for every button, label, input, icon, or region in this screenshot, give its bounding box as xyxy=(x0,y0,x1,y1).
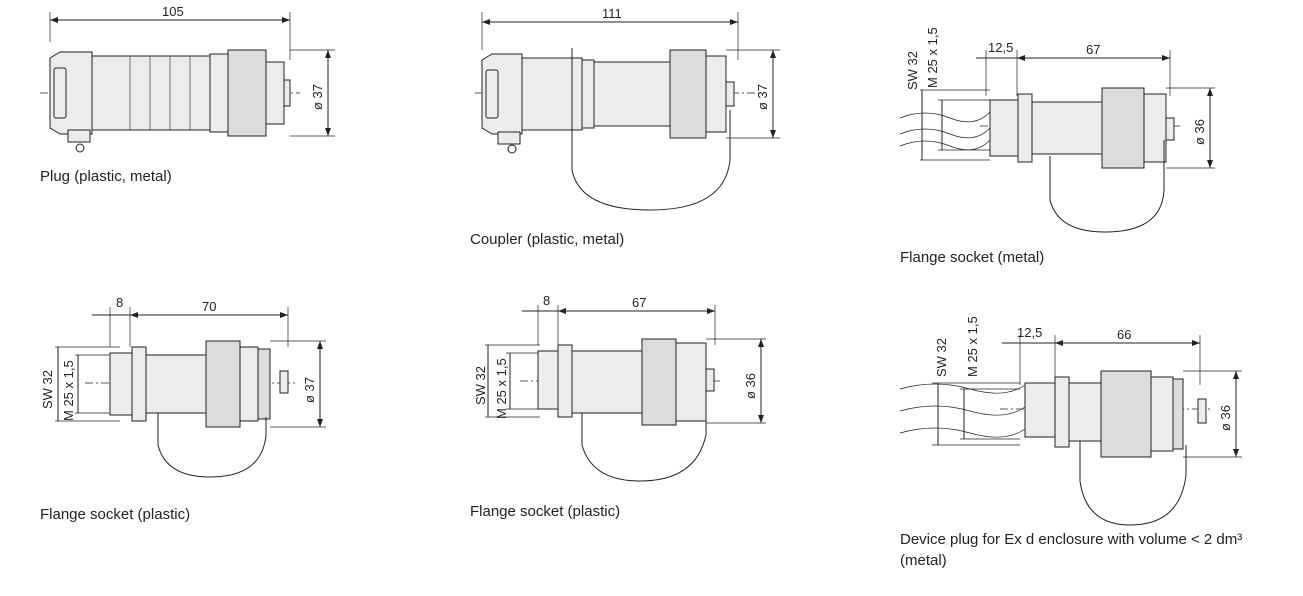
coupler-panel: 111 ø 37 Coupler (plastic, metal) xyxy=(430,0,850,260)
length-dimension: 70 xyxy=(130,299,289,347)
flange-label: 12,5 xyxy=(1017,325,1042,340)
diameter-dimension: ø 36 xyxy=(706,338,766,424)
wrench-label: SW 32 xyxy=(934,338,949,377)
length-dimension: 67 xyxy=(558,295,716,345)
device-plug-panel: SW 32 M 25 x 1,5 12,5 66 xyxy=(880,285,1303,596)
thread-dimension: M 25 x 1,5 xyxy=(925,27,990,151)
length-label: 67 xyxy=(1086,42,1100,57)
length-dimension: 66 xyxy=(1055,327,1201,385)
diameter-label: ø 37 xyxy=(310,84,325,110)
flange-dimension: 8 xyxy=(92,295,131,347)
wrench-size-dimension: SW 32 xyxy=(40,346,120,422)
diameter-label: ø 36 xyxy=(743,373,758,399)
flange-socket-body xyxy=(537,338,715,482)
length-label: 70 xyxy=(202,299,216,314)
flange-dimension: 12,5 xyxy=(976,40,1018,96)
diameter-label: ø 37 xyxy=(755,84,770,110)
diameter-label: ø 36 xyxy=(1218,405,1233,431)
diameter-label: ø 37 xyxy=(302,377,317,403)
diameter-label: ø 36 xyxy=(1192,119,1207,145)
plug-drawing: 105 ø 37 xyxy=(40,4,335,153)
length-label: 105 xyxy=(162,4,184,19)
diameter-dimension: ø 37 xyxy=(290,49,335,137)
wrench-size-dimension: SW 32 xyxy=(905,51,990,161)
flange-dimension: 8 xyxy=(522,293,559,345)
device-plug-caption-line-2: (metal) xyxy=(900,552,947,569)
diameter-dimension: ø 37 xyxy=(270,340,326,428)
thread-label: M 25 x 1,5 xyxy=(925,27,940,88)
flange-socket-plastic-panel-2: SW 32 M 25 x 1,5 8 67 xyxy=(430,285,850,530)
thread-label: M 25 x 1,5 xyxy=(494,358,509,419)
flange-label: 8 xyxy=(116,295,123,310)
length-dimension: 67 xyxy=(1017,42,1171,96)
device-plug-drawing: SW 32 M 25 x 1,5 12,5 66 xyxy=(899,316,1242,526)
flange-socket-body xyxy=(899,87,1175,233)
diameter-dimension: ø 36 xyxy=(1166,87,1215,169)
thread-dimension: M 25 x 1,5 xyxy=(494,352,540,419)
flange-socket-metal-caption: Flange socket (metal) xyxy=(900,249,1045,266)
thread-label: M 25 x 1,5 xyxy=(61,360,76,421)
flange-dimension: 12,5 xyxy=(1002,325,1056,385)
flange-socket-metal-drawing: SW 32 M 25 x 1,5 12,5 67 xyxy=(899,27,1215,233)
coupler-caption: Coupler (plastic, metal) xyxy=(470,231,625,248)
flange-label: 8 xyxy=(543,293,550,308)
wrench-label: SW 32 xyxy=(40,370,55,409)
wrench-label: SW 32 xyxy=(905,51,920,90)
thread-label: M 25 x 1,5 xyxy=(965,316,980,377)
length-label: 66 xyxy=(1117,327,1131,342)
wrench-size-dimension: SW 32 xyxy=(473,344,540,418)
coupler-body xyxy=(481,48,735,211)
flange-socket-plastic-drawing-2: SW 32 M 25 x 1,5 8 67 xyxy=(473,293,766,482)
flange-socket-plastic-caption-1: Flange socket (plastic) xyxy=(40,506,191,523)
length-label: 67 xyxy=(632,295,646,310)
plug-body xyxy=(49,49,291,153)
flange-socket-metal-panel: SW 32 M 25 x 1,5 12,5 67 xyxy=(880,0,1303,280)
device-plug-body xyxy=(899,370,1207,526)
flange-label: 12,5 xyxy=(988,40,1013,55)
flange-socket-body xyxy=(109,340,289,478)
device-plug-caption-line-1: Device plug for Ex d enclosure with volu… xyxy=(900,531,1243,548)
length-dimension: 105 xyxy=(49,4,291,60)
wrench-label: SW 32 xyxy=(473,366,488,405)
flange-socket-plastic-panel-1: SW 32 M 25 x 1,5 8 70 xyxy=(0,285,420,530)
diameter-dimension: ø 37 xyxy=(726,49,780,139)
thread-dimension: M 25 x 1,5 xyxy=(960,316,1020,440)
wrench-size-dimension: SW 32 xyxy=(932,338,1020,446)
flange-socket-plastic-drawing-1: SW 32 M 25 x 1,5 8 70 xyxy=(40,295,326,478)
length-label: 111 xyxy=(602,6,622,21)
diameter-dimension: ø 36 xyxy=(1183,370,1242,458)
length-dimension: 111 xyxy=(481,6,739,60)
plug-panel: 105 ø 37 Plug (plastic, metal) xyxy=(0,0,420,200)
flange-socket-plastic-caption-2: Flange socket (plastic) xyxy=(470,503,621,520)
plug-caption: Plug (plastic, metal) xyxy=(40,168,172,185)
coupler-drawing: 111 ø 37 xyxy=(475,6,780,211)
